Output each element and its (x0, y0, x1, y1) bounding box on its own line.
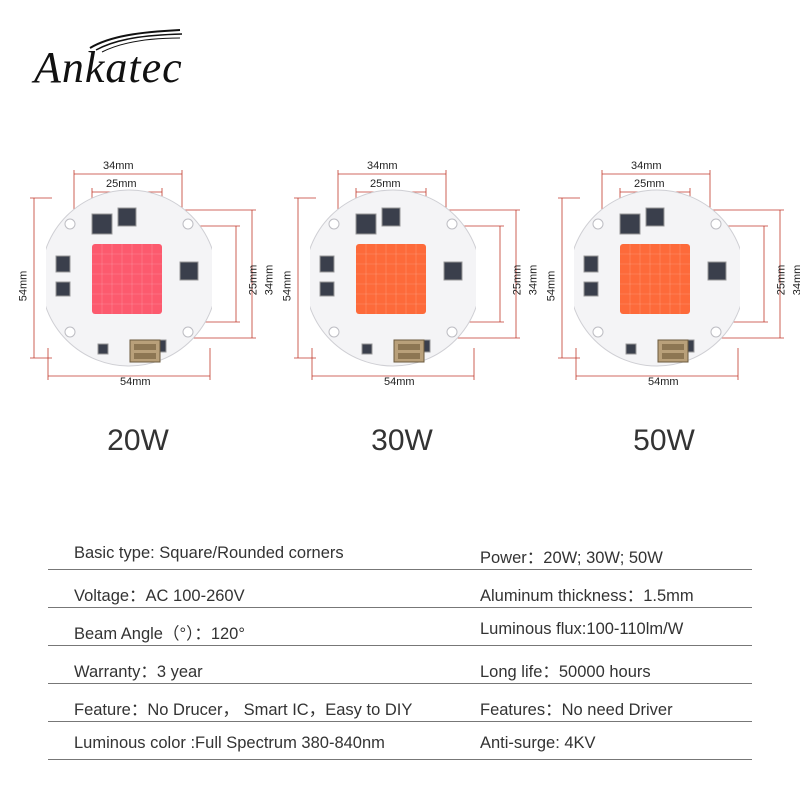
dim-left: 54mm (17, 270, 30, 302)
spec-aluminum-thickness: Aluminum thickness：1.5mm (480, 587, 694, 605)
mounting-hole (328, 326, 340, 338)
led-cob-board-icon (294, 170, 520, 380)
wattage-label-30w: 30W (371, 424, 433, 457)
smd-component (55, 281, 71, 297)
dim-right-inner: 25mm (775, 264, 788, 296)
spec-warranty: Warranty：3 year (74, 663, 203, 681)
dim-right-outer: 34mm (263, 264, 276, 296)
smd-component (707, 261, 727, 281)
spec-luminous-flux: Luminous flux:100-110lm/W (480, 620, 684, 638)
dim-bottom: 54mm (648, 376, 679, 388)
smd-component (179, 261, 199, 281)
smd-component (645, 207, 665, 227)
mounting-hole (182, 326, 194, 338)
smd-component (117, 207, 137, 227)
mounting-hole (182, 218, 194, 230)
mounting-hole (592, 218, 604, 230)
dim-bottom: 54mm (384, 376, 415, 388)
mounting-hole (592, 326, 604, 338)
dim-outer-top: 34mm (631, 160, 662, 172)
dim-inner-top: 25mm (106, 178, 137, 190)
dim-right-outer: 34mm (527, 264, 540, 296)
smd-component (625, 343, 637, 355)
dim-outer-top: 34mm (103, 160, 134, 172)
spec-power: Power：20W; 30W; 50W (480, 549, 663, 567)
led-chip (356, 244, 426, 314)
spec-row: Voltage：AC 100-260V Aluminum thickness：1… (48, 570, 752, 608)
smd-component (319, 281, 335, 297)
logo-swoosh-icon (89, 29, 183, 53)
spec-luminous-color: Luminous color :Full Spectrum 380-840nm (74, 734, 385, 752)
mounting-hole (64, 326, 76, 338)
dim-inner-top: 25mm (634, 178, 665, 190)
mounting-hole (328, 218, 340, 230)
led-cob-board-icon (558, 170, 784, 380)
spec-feature: Feature：No Drucer， Smart IC，Easy to DIY (74, 701, 413, 719)
spec-features: Features：No need Driver (480, 701, 673, 719)
smd-component (443, 261, 463, 281)
mounting-hole (446, 218, 458, 230)
spec-row: Basic type: Square/Rounded corners Power… (48, 532, 752, 570)
brand-logo: Ankatec (30, 26, 220, 92)
wattage-label-50w: 50W (633, 424, 695, 457)
dim-left: 54mm (545, 270, 558, 302)
dim-outer-top: 34mm (367, 160, 398, 172)
smd-component (319, 255, 335, 273)
dim-inner-top: 25mm (370, 178, 401, 190)
spec-anti-surge: Anti-surge: 4KV (480, 734, 596, 752)
spec-table: Basic type: Square/Rounded corners Power… (48, 532, 752, 760)
smd-component (583, 281, 599, 297)
smd-component (91, 213, 113, 235)
brand-name: Ankatec (34, 43, 183, 92)
spec-beam-angle: Beam Angle（°）：120° (74, 625, 245, 643)
smd-component (361, 343, 373, 355)
spec-row: Feature：No Drucer， Smart IC，Easy to DIY … (48, 684, 752, 722)
led-board-50w: 34mm 25mm 54mm 25mm 34mm 54mm (545, 158, 800, 390)
led-chip (92, 244, 162, 314)
smd-component (619, 213, 641, 235)
smd-component (583, 255, 599, 273)
dim-right-inner: 25mm (247, 264, 260, 296)
led-cob-board-icon (30, 170, 256, 380)
spec-row: Warranty：3 year Long life：50000 hours (48, 646, 752, 684)
smd-component (55, 255, 71, 273)
mounting-hole (710, 326, 722, 338)
led-chip (620, 244, 690, 314)
spec-long-life: Long life：50000 hours (480, 663, 651, 681)
mounting-hole (64, 218, 76, 230)
smd-component (97, 343, 109, 355)
wattage-label-20w: 20W (107, 424, 169, 457)
dim-right-inner: 25mm (511, 264, 524, 296)
spec-voltage: Voltage：AC 100-260V (74, 587, 245, 605)
spec-row: Luminous color :Full Spectrum 380-840nm … (48, 722, 752, 760)
led-board-20w: 34mm 25mm 54mm 25mm 34mm 54mm (17, 158, 275, 390)
dim-right-outer: 34mm (791, 264, 800, 296)
mounting-hole (710, 218, 722, 230)
smd-component (355, 213, 377, 235)
mounting-hole (446, 326, 458, 338)
dim-bottom: 54mm (120, 376, 151, 388)
led-board-30w: 34mm 25mm 54mm 25mm 34mm 54mm (281, 158, 539, 390)
smd-component (381, 207, 401, 227)
dim-left: 54mm (281, 270, 294, 302)
spec-basic-type: Basic type: Square/Rounded corners (74, 544, 344, 562)
spec-row: Beam Angle（°）：120° Luminous flux:100-110… (48, 608, 752, 646)
